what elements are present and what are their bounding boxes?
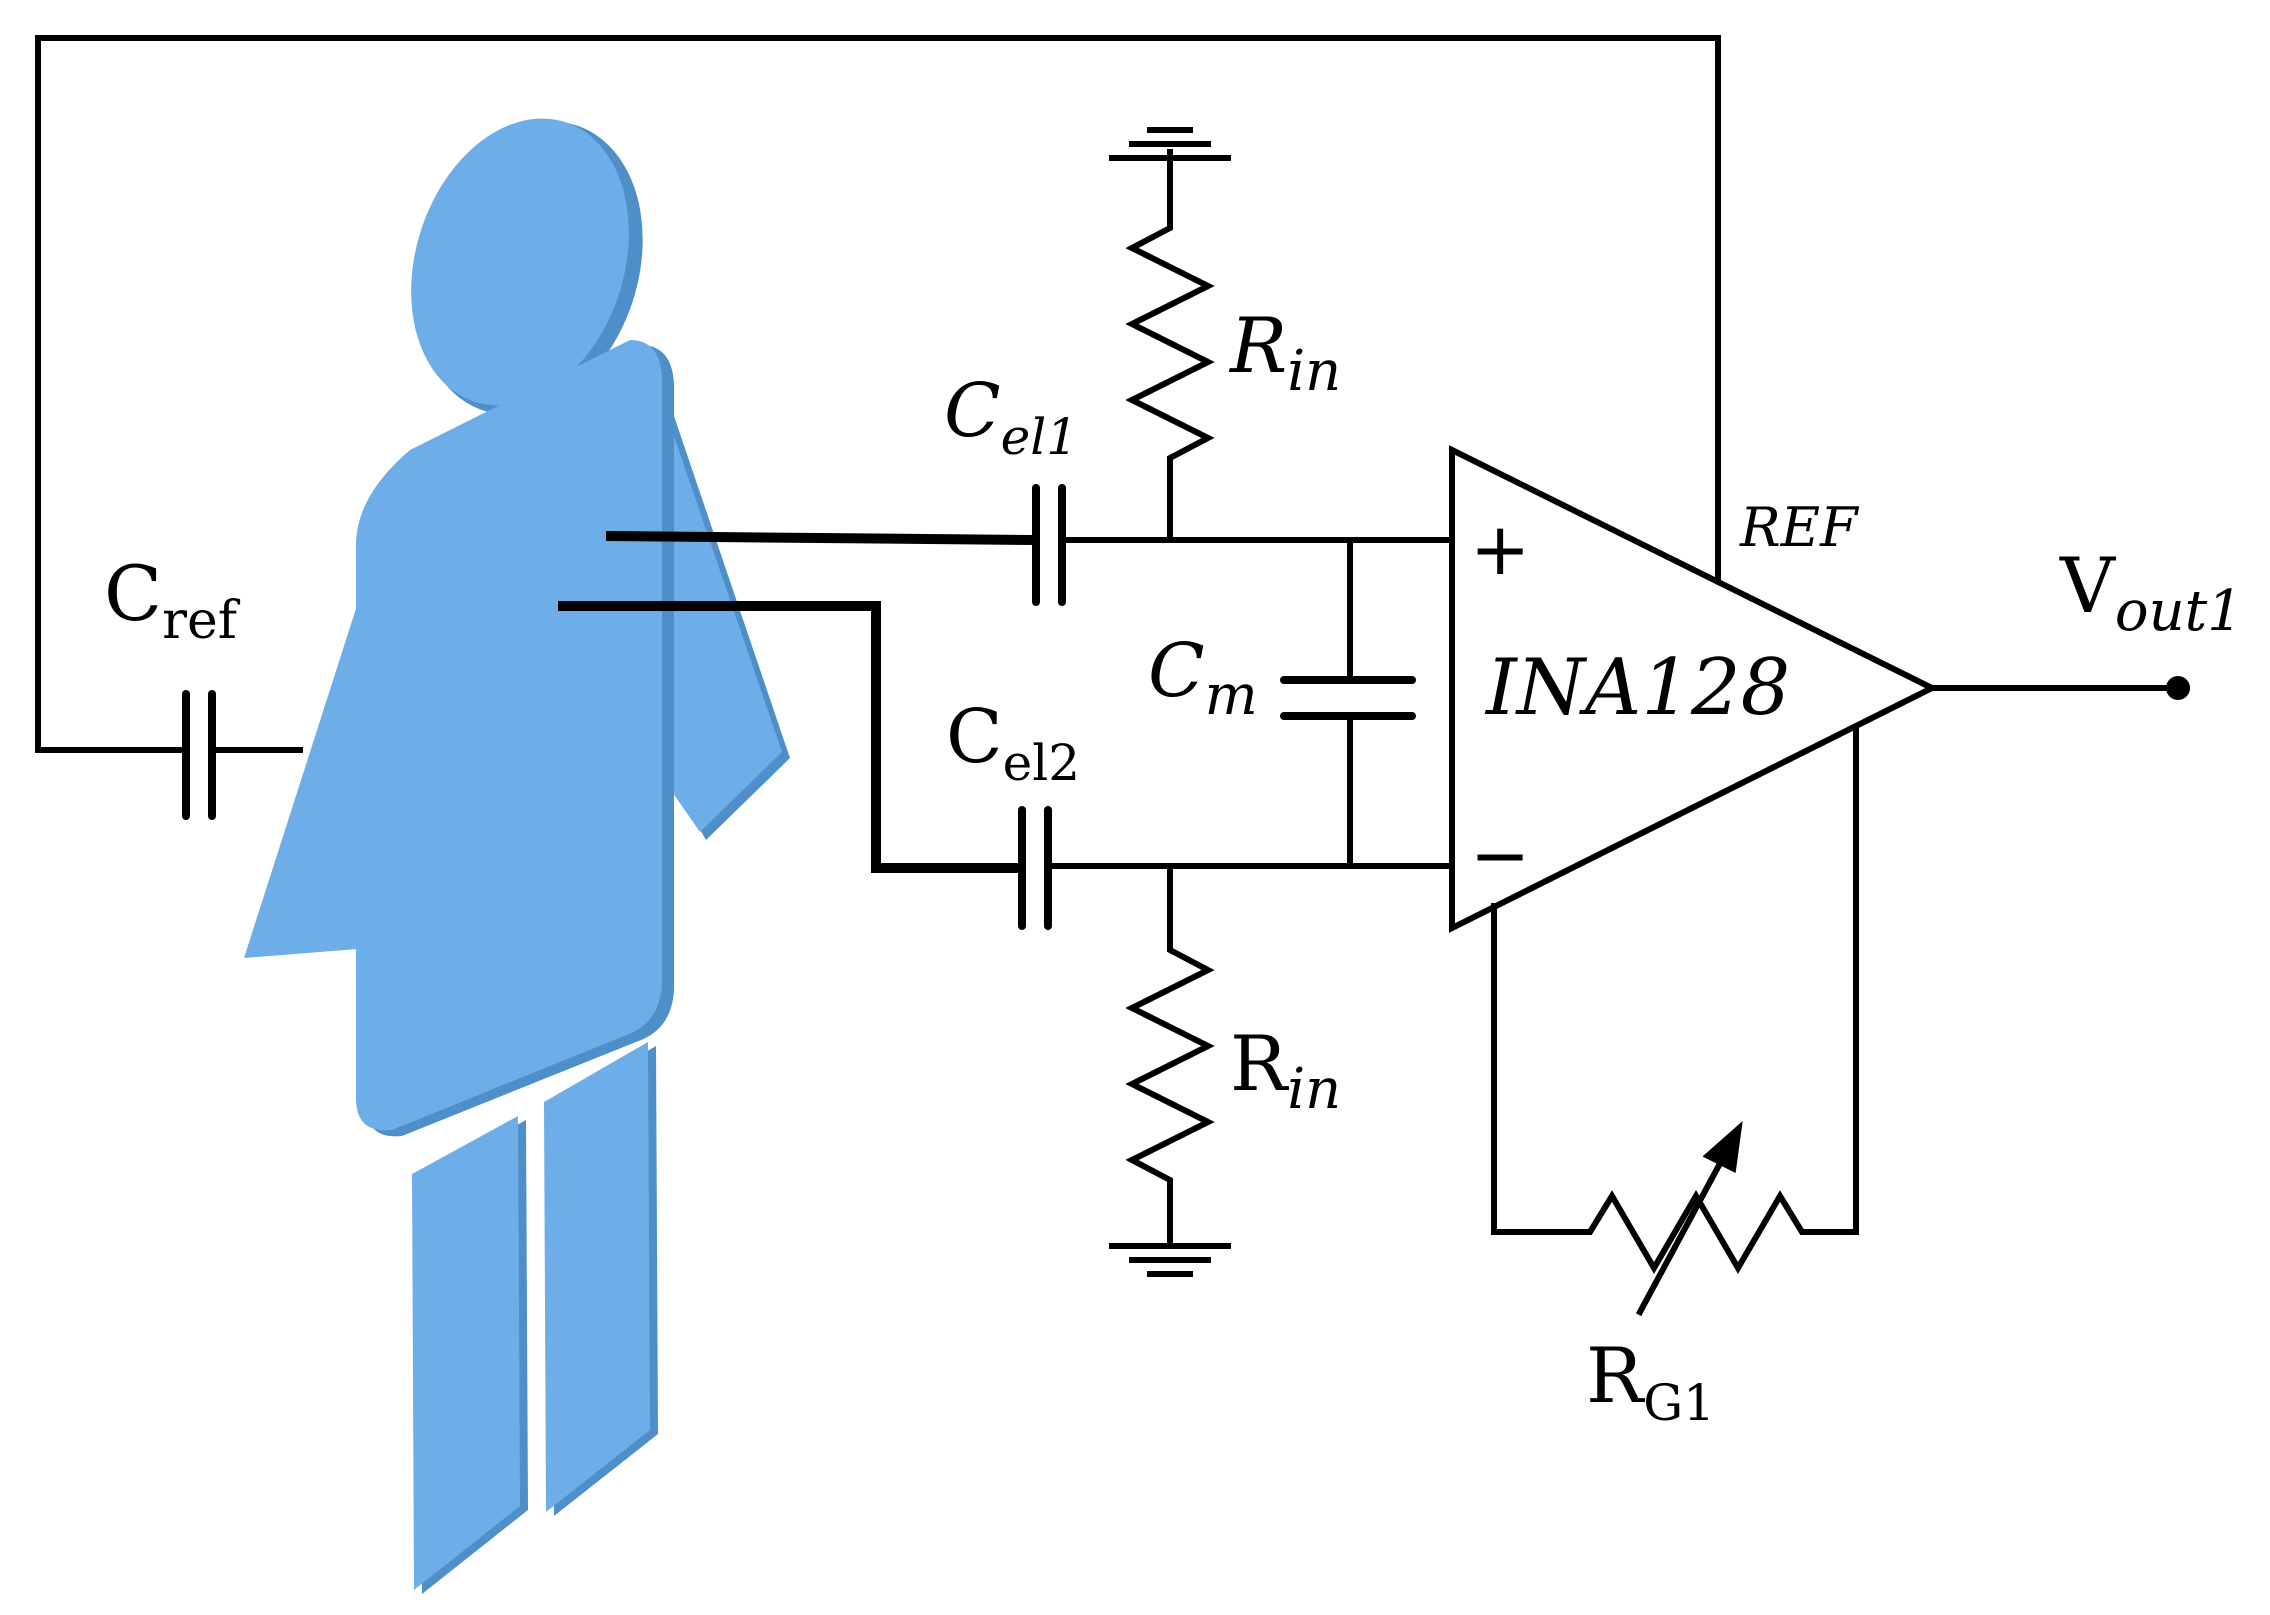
plus-input-label: + xyxy=(1470,507,1530,591)
ground-symbol-bottom xyxy=(1109,1243,1231,1277)
r-in-bottom-resistor xyxy=(1109,863,1231,1277)
r-in-top-resistor xyxy=(1109,127,1231,543)
torso xyxy=(356,340,662,1131)
ref-pin-label: REF xyxy=(1739,496,1860,559)
c-ref-label: Cref xyxy=(104,549,241,651)
r-g1-variable-resistor xyxy=(1491,725,1859,1317)
variable-arrow-head xyxy=(1702,1120,1743,1174)
c-el1-capacitor xyxy=(1032,484,1066,606)
right-arm xyxy=(648,360,782,832)
c-ref-capacitor xyxy=(182,690,216,820)
minus-input-label: − xyxy=(1470,813,1530,897)
left-leg xyxy=(412,1116,520,1590)
head xyxy=(411,118,629,406)
r-in-top-label: Rin xyxy=(1228,301,1341,404)
c-el2-label: Cel2 xyxy=(946,694,1080,792)
c-m-capacitor xyxy=(1280,537,1416,869)
c-el1-label: Cel1 xyxy=(944,368,1078,466)
ina128-amplifier xyxy=(1449,445,1939,933)
ground-symbol-top xyxy=(1109,127,1231,161)
r-in-bottom-label: Rin xyxy=(1230,1019,1341,1122)
electrode-lead-1 xyxy=(605,531,1037,545)
human-body-figure xyxy=(244,118,790,1594)
c-el2-capacitor xyxy=(1018,806,1052,930)
right-leg xyxy=(544,1042,650,1512)
v-out1-label: Vout1 xyxy=(2059,541,2243,644)
electrode-lead-2 xyxy=(558,601,1022,873)
output-terminal-dot xyxy=(2166,676,2190,700)
r-g1-label: RG1 xyxy=(1586,1331,1715,1432)
amplifier-label: INA128 xyxy=(1484,643,1790,733)
c-m-label: Cm xyxy=(1148,628,1258,728)
ref-feedback-wire xyxy=(35,35,1721,753)
